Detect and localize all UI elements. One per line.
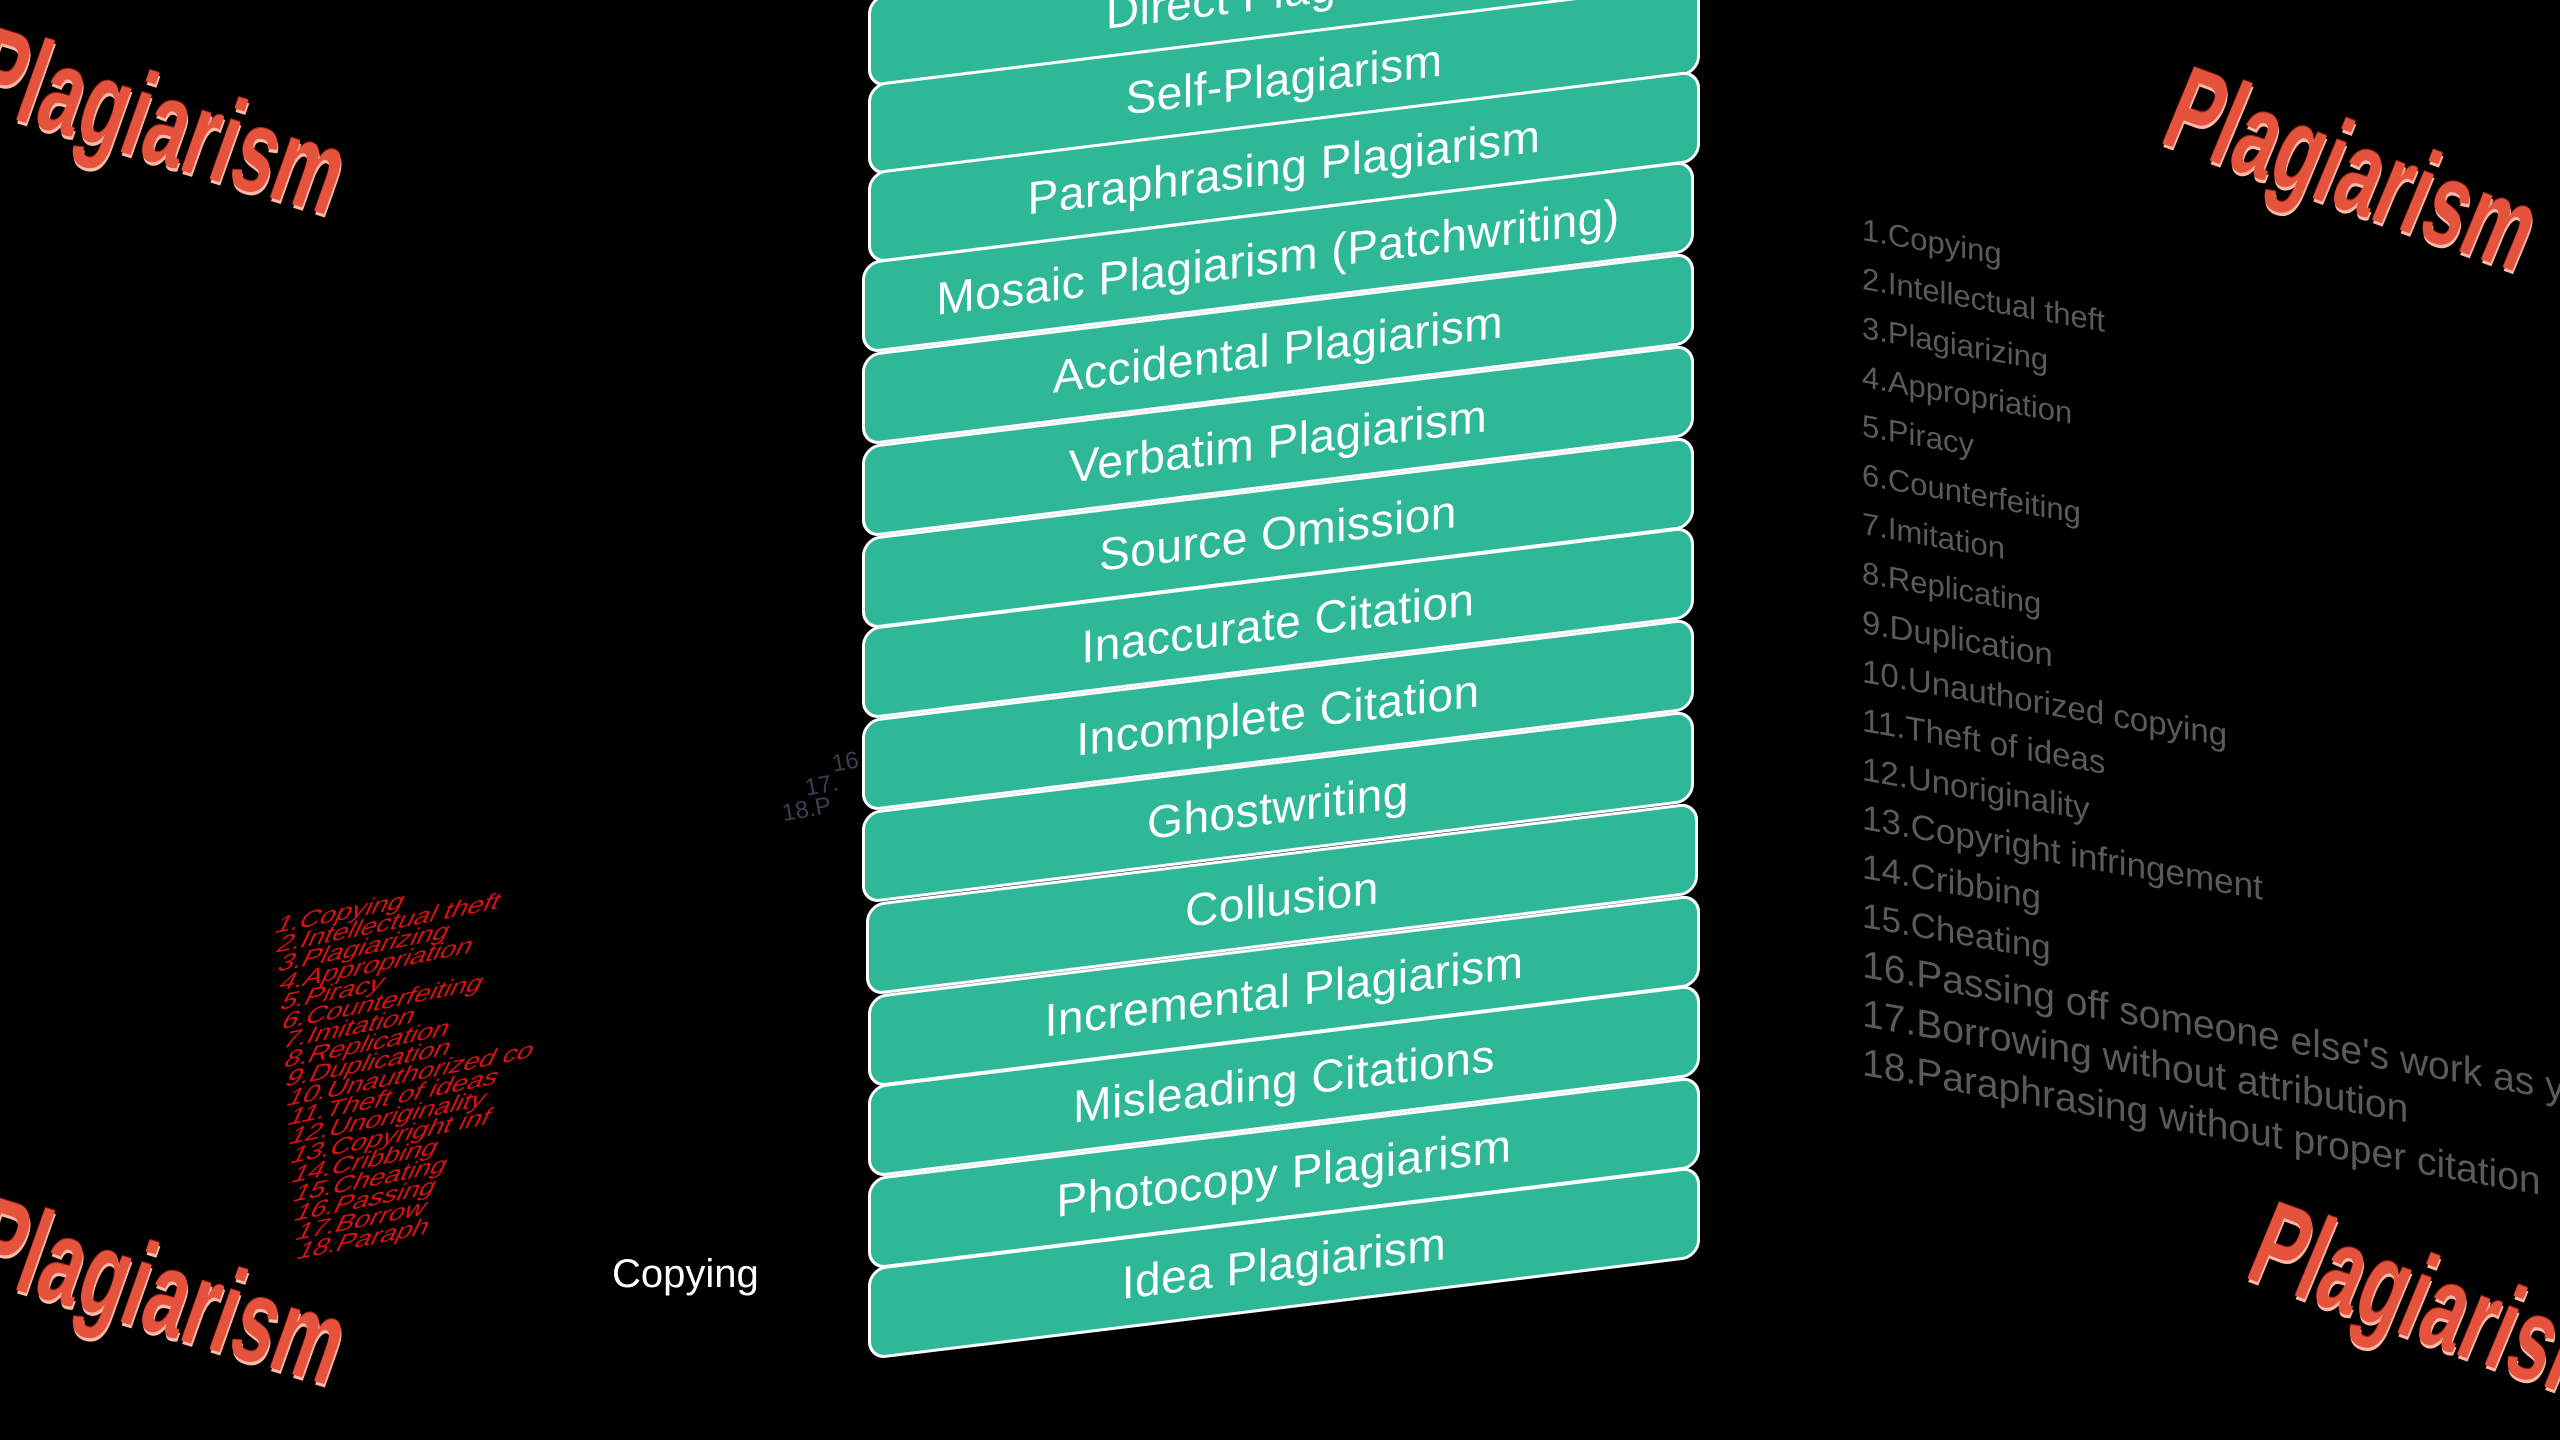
wordart-top-right: Plagiarism	[2147, 41, 2559, 297]
synonym-list-red: 1.Copying 2.Intellectual theft 3.Plagiar…	[101, 866, 541, 1301]
copying-label: Copying	[612, 1252, 759, 1296]
wordart-bottom-right: Plagiarism	[2232, 1176, 2560, 1432]
type-label: Ghostwriting	[1147, 764, 1409, 849]
type-label: Idea Plagiarism	[1121, 1216, 1447, 1309]
ghost-text: 18.P	[779, 791, 834, 828]
synonym-list-grey: 1.Copying 2.Intellectual theft 3.Plagiar…	[1862, 205, 2560, 1235]
wordart-top-left: Plagiarism	[0, 1, 366, 241]
type-label: Collusion	[1185, 861, 1379, 937]
